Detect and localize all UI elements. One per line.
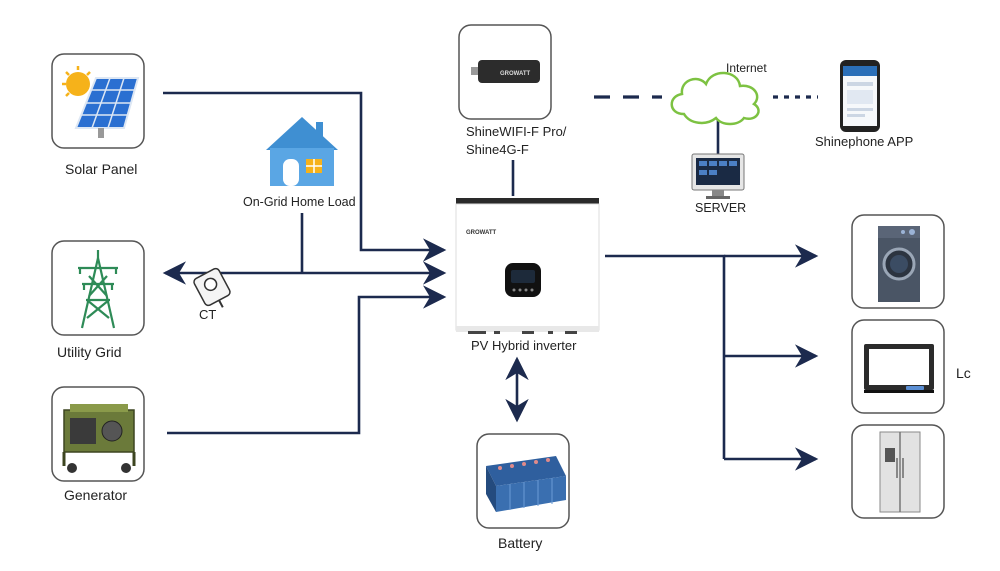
- solar-panel-icon: [62, 66, 140, 138]
- battery-pack-icon: [486, 456, 566, 512]
- generator-label: Generator: [64, 487, 127, 503]
- ct-label: CT: [199, 307, 216, 322]
- solar-panel-node: Solar Panel: [51, 53, 145, 177]
- utility-grid-frame: [51, 240, 145, 336]
- solar-to-inverter-line: [163, 91, 447, 262]
- server-monitor-icon: [691, 153, 745, 199]
- internet-node: Internet: [670, 61, 767, 126]
- generator-node: Generator: [51, 386, 145, 503]
- inverter-node: GROWATT PV Hybrid inverter: [455, 198, 600, 353]
- ct-node: CT: [193, 267, 231, 322]
- television-icon: [864, 344, 934, 393]
- phone-app-label: Shinephone APP: [815, 134, 913, 149]
- smartphone-icon: [840, 60, 880, 132]
- utility-grid-node: Utility Grid: [51, 240, 145, 360]
- solar-panel-label: Solar Panel: [65, 161, 137, 177]
- inverter-label: PV Hybrid inverter: [471, 338, 577, 353]
- wifi-dongle-label-line1: ShineWIFI-F Pro/: [466, 124, 567, 139]
- server-label: SERVER: [695, 201, 746, 215]
- wifi-dongle-label-line2: Shine4G-F: [466, 142, 529, 157]
- connection-lines: [162, 91, 819, 471]
- cloud-icon: [670, 71, 760, 126]
- generator-icon: [62, 404, 136, 473]
- internet-label: Internet: [726, 61, 767, 75]
- inverter-to-loads-line: [605, 254, 726, 459]
- loads-group: Lc: [851, 214, 971, 519]
- house-icon: [266, 117, 338, 186]
- inverter-brand: GROWATT: [466, 230, 497, 236]
- phone-app-node: Shinephone APP: [815, 60, 913, 149]
- hybrid-inverter-icon: GROWATT: [455, 198, 600, 334]
- loads-label: Lc: [956, 365, 971, 381]
- home-load-label: On-Grid Home Load: [243, 195, 356, 209]
- wifi-dongle-brand: GROWATT: [500, 71, 531, 77]
- refrigerator-icon: [879, 431, 921, 513]
- battery-label: Battery: [498, 535, 542, 551]
- utility-grid-label: Utility Grid: [57, 344, 122, 360]
- wifi-dongle-node: GROWATT ShineWIFI-F Pro/ Shine4G-F: [458, 24, 567, 157]
- home-load-node: On-Grid Home Load: [243, 117, 356, 209]
- generator-to-inverter-line: [167, 285, 447, 435]
- server-node: SERVER: [691, 153, 746, 215]
- wifi-dongle-icon: GROWATT: [471, 60, 540, 83]
- transmission-tower-icon: [78, 250, 118, 329]
- current-transformer-icon: [193, 267, 231, 308]
- battery-node: Battery: [476, 433, 570, 551]
- washing-machine-icon: [878, 226, 920, 302]
